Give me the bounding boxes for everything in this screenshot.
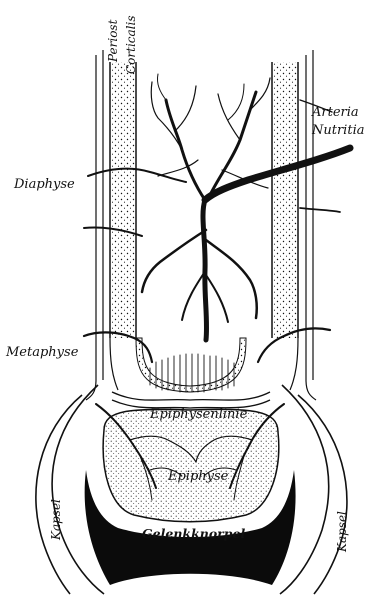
label-kapsel-left: Kapsel bbox=[49, 499, 63, 541]
label-gelenkknorpel: Gelenkknorpel bbox=[142, 526, 245, 541]
labels: Periost Corticalis Diaphyse Arteria Nutr… bbox=[5, 15, 364, 553]
label-periost: Periost bbox=[106, 19, 120, 63]
metaphysis-cup bbox=[136, 338, 246, 392]
label-metaphyse: Metaphyse bbox=[5, 345, 79, 360]
label-diaphyse: Diaphyse bbox=[13, 177, 75, 192]
cortex-right bbox=[272, 62, 298, 338]
label-kapsel-right: Kapsel bbox=[335, 511, 349, 553]
epiphyseal-line bbox=[112, 392, 270, 408]
label-nutritia: Nutritia bbox=[311, 123, 364, 138]
epiphysis bbox=[103, 409, 279, 521]
cortex-left bbox=[110, 62, 136, 338]
label-epiphysenlinie: Epiphysenlinie bbox=[149, 407, 248, 422]
label-corticalis: Corticalis bbox=[124, 15, 138, 74]
label-epiphyse: Epiphyse bbox=[167, 469, 229, 484]
label-arteria: Arteria bbox=[311, 105, 359, 120]
